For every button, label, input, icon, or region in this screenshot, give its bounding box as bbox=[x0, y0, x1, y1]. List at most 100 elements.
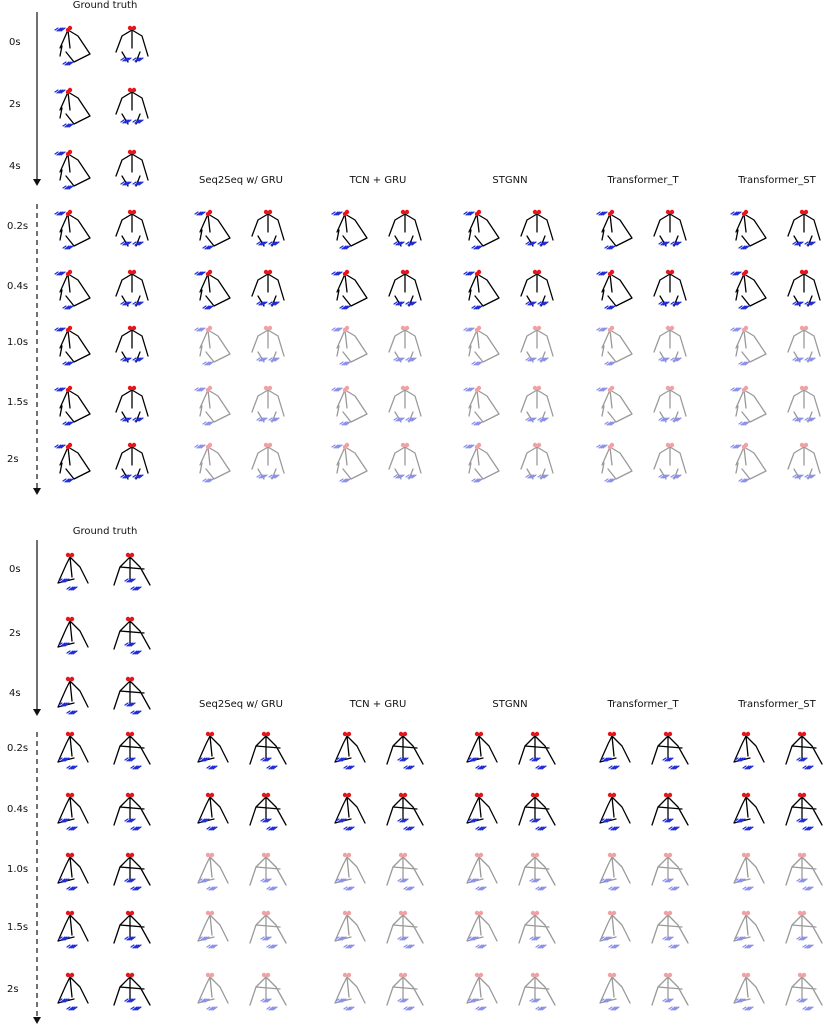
top-prediction-pose-left-hand-joints bbox=[202, 478, 214, 483]
bottom-gt-pose-right-hand-joints bbox=[130, 710, 142, 715]
top-prediction-pose-right bbox=[520, 209, 554, 247]
top-gt-pose-right-head-joint bbox=[131, 25, 137, 31]
bottom-gt-pose-left-head-joint bbox=[69, 552, 75, 558]
bottom-prediction-pose-right-head-joint bbox=[797, 972, 803, 978]
top-prediction-pose-right-hand-joints bbox=[525, 417, 537, 422]
bottom-prediction-pose-right-hand-joints bbox=[662, 878, 674, 883]
bottom-prediction-pose-right-hand-joints bbox=[668, 765, 680, 770]
top-gt-pose-left-hand-joints bbox=[62, 61, 74, 66]
bottom-prediction-pose-right-skeleton bbox=[651, 796, 689, 826]
bottom-method-label: TCN + GRU bbox=[349, 699, 407, 710]
top-prediction-pose-right-head-joint bbox=[669, 209, 675, 215]
bottom-prediction-pose-left-hand-joints bbox=[475, 944, 487, 949]
bottom-prediction-pose-left-hand-joints bbox=[734, 757, 746, 762]
top-prediction-pose-left bbox=[331, 269, 368, 310]
bottom-prediction-pose-right-skeleton bbox=[651, 856, 689, 886]
top-gt-pose-left bbox=[54, 325, 91, 366]
bottom-gt-pose-right bbox=[113, 852, 151, 891]
top-gt-pose-right-skeleton bbox=[115, 91, 149, 125]
bottom-prediction-pose-right bbox=[249, 852, 287, 891]
bottom-prediction-pose-left-hand-joints bbox=[467, 757, 479, 762]
top-prediction-pose-left-hand-joints bbox=[331, 271, 343, 276]
top-prediction-pose-left-hand-joints bbox=[604, 361, 616, 366]
top-prediction-pose-right-skeleton bbox=[388, 329, 422, 363]
bottom-prediction-pose-left-head-joint bbox=[342, 972, 348, 978]
top-gt-pose-left-head-joint bbox=[67, 87, 73, 93]
top-prediction-pose-left-head-joint bbox=[743, 385, 749, 391]
top-prediction-pose-left-hand-joints bbox=[738, 305, 750, 310]
top-prediction-pose-right bbox=[787, 442, 821, 480]
bottom-prediction-pose-right-skeleton bbox=[785, 914, 823, 944]
bottom-prediction-pose-right-hand-joints bbox=[260, 818, 272, 823]
bottom-prediction-pose-left-head-joint bbox=[342, 792, 348, 798]
bottom-predicted-time-label: 1.5s bbox=[7, 922, 29, 933]
bottom-prediction-pose-left-head-joint bbox=[205, 972, 211, 978]
top-prediction-pose-right-hand-joints bbox=[537, 357, 549, 362]
top-prediction-pose-right-hand-joints bbox=[405, 301, 417, 306]
top-prediction-pose-left-head-joint bbox=[344, 442, 350, 448]
top-gt-pose-right-skeleton bbox=[115, 273, 149, 307]
top-prediction-pose-right-hand-joints bbox=[525, 474, 537, 479]
bottom-prediction-pose-left-hand-joints bbox=[734, 936, 746, 941]
top-prediction-pose-left-hand-joints bbox=[471, 478, 483, 483]
bottom-prediction-pose-left-head-joint bbox=[611, 792, 617, 798]
bottom-prediction-pose-left-head-joint bbox=[478, 731, 484, 737]
bottom-prediction-pose-left-hand-joints bbox=[206, 1006, 218, 1011]
top-gt-pose-left-hand-joints bbox=[54, 444, 66, 449]
top-prediction-pose-right-hand-joints bbox=[268, 301, 280, 306]
bottom-observed-time-arrow-head bbox=[33, 709, 41, 716]
top-gt-pose-left-hand-joints bbox=[54, 211, 66, 216]
bottom-prediction-pose-right-skeleton bbox=[651, 976, 689, 1006]
top-prediction-pose-right-skeleton bbox=[388, 213, 422, 247]
bottom-prediction-pose-right-hand-joints bbox=[535, 944, 547, 949]
bottom-gt-pose-left-hand-joints bbox=[66, 826, 78, 831]
top-gt-pose-left-hand-joints bbox=[62, 185, 74, 190]
top-method-label: Transformer_ST bbox=[738, 175, 816, 186]
top-gt-pose-right-hand-joints bbox=[132, 57, 144, 62]
bottom-prediction-pose-left-head-joint bbox=[607, 731, 613, 737]
top-prediction-pose-right bbox=[388, 385, 422, 423]
bottom-prediction-pose-right-hand-joints bbox=[802, 944, 814, 949]
top-prediction-pose-right-hand-joints bbox=[670, 301, 682, 306]
top-prediction-pose-right-hand-joints bbox=[804, 474, 816, 479]
top-gt-pose-right-hand-joints bbox=[132, 301, 144, 306]
bottom-gt-pose-right-skeleton bbox=[113, 914, 151, 944]
top-prediction-pose-left-hand-joints bbox=[331, 444, 343, 449]
top-prediction-pose-left bbox=[463, 325, 500, 366]
top-prediction-pose-left-hand-joints bbox=[730, 387, 742, 392]
top-prediction-pose-right-head-joint bbox=[267, 209, 273, 215]
top-prediction-pose-left-hand-joints bbox=[730, 444, 742, 449]
bottom-gt-pose-right-hand-joints bbox=[130, 886, 142, 891]
top-prediction-pose-left-head-joint bbox=[609, 385, 615, 391]
top-prediction-pose-left-skeleton bbox=[336, 446, 368, 480]
bottom-prediction-pose-left bbox=[466, 972, 498, 1011]
top-prediction-pose-left-hand-joints bbox=[202, 245, 214, 250]
top-prediction-pose-right-hand-joints bbox=[670, 474, 682, 479]
bottom-prediction-pose-left bbox=[733, 852, 765, 891]
bottom-gt-pose-left-hand-joints bbox=[66, 944, 78, 949]
bottom-prediction-pose-right-skeleton bbox=[518, 914, 556, 944]
top-prediction-pose-left-skeleton bbox=[199, 389, 231, 423]
top-prediction-pose-right-head-joint bbox=[799, 442, 805, 448]
bottom-prediction-pose-right-skeleton bbox=[651, 914, 689, 944]
bottom-prediction-pose-right-head-joint bbox=[534, 792, 540, 798]
bottom-prediction-pose-right-hand-joints bbox=[535, 765, 547, 770]
top-prediction-pose-left-hand-joints bbox=[202, 305, 214, 310]
bottom-prediction-pose-right-hand-joints bbox=[529, 998, 541, 1003]
bottom-prediction-pose-right-skeleton bbox=[249, 976, 287, 1006]
top-prediction-pose-left bbox=[194, 269, 231, 310]
bottom-prediction-pose-left bbox=[466, 792, 498, 831]
bottom-gt-pose-right-hand-joints bbox=[130, 1006, 142, 1011]
top-gt-pose-right-head-joint bbox=[131, 149, 137, 155]
top-prediction-pose-left-hand-joints bbox=[738, 361, 750, 366]
bottom-prediction-pose-left-head-joint bbox=[745, 731, 751, 737]
top-prediction-pose-right-skeleton bbox=[787, 446, 821, 480]
top-prediction-pose-left-skeleton bbox=[468, 389, 500, 423]
top-predicted-time-label: 1.5s bbox=[7, 397, 29, 408]
bottom-prediction-pose-right-head-joint bbox=[398, 910, 404, 916]
bottom-gt-pose-right-hand-joints bbox=[130, 765, 142, 770]
bottom-prediction-pose-left-head-joint bbox=[342, 731, 348, 737]
top-gt-pose-right-skeleton bbox=[115, 329, 149, 363]
top-prediction-pose-right bbox=[388, 269, 422, 307]
top-prediction-pose-left bbox=[730, 325, 767, 366]
